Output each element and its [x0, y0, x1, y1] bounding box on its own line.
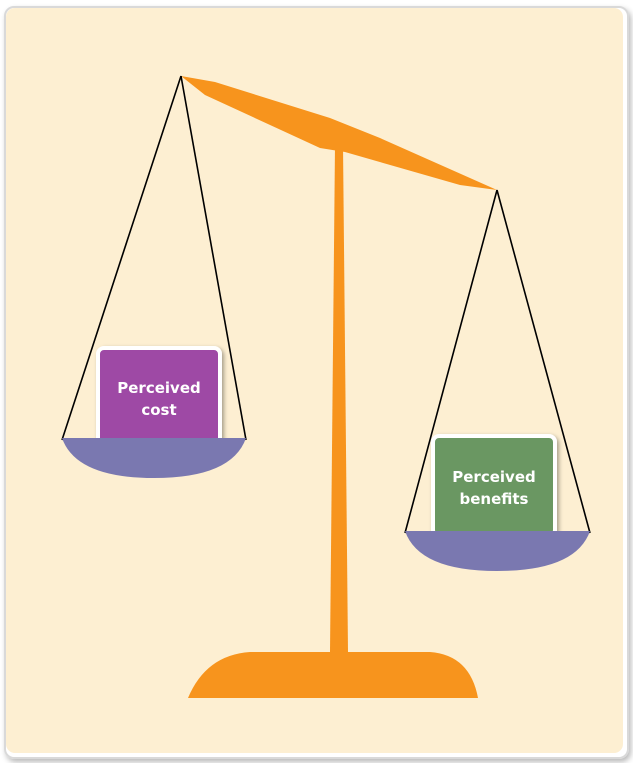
right-pan [405, 531, 590, 571]
scale-beam [181, 76, 497, 190]
scale-base [188, 652, 478, 698]
diagram-frame [4, 6, 629, 759]
right-string-outer [404, 189, 498, 534]
perceived-cost-card [96, 346, 222, 450]
right-string-inner [496, 189, 591, 534]
left-string-outer [61, 75, 182, 441]
perceived-benefits-label-line2: benefits [460, 490, 529, 508]
scale-post [330, 145, 348, 652]
left-pan [62, 438, 246, 478]
perceived-cost-label-line1: Perceived [117, 379, 200, 397]
perceived-benefits-card [431, 434, 557, 538]
left-string-inner [180, 75, 247, 441]
perceived-cost-label-line2: cost [141, 401, 176, 419]
perceived-benefits-label-line1: Perceived [452, 468, 535, 486]
